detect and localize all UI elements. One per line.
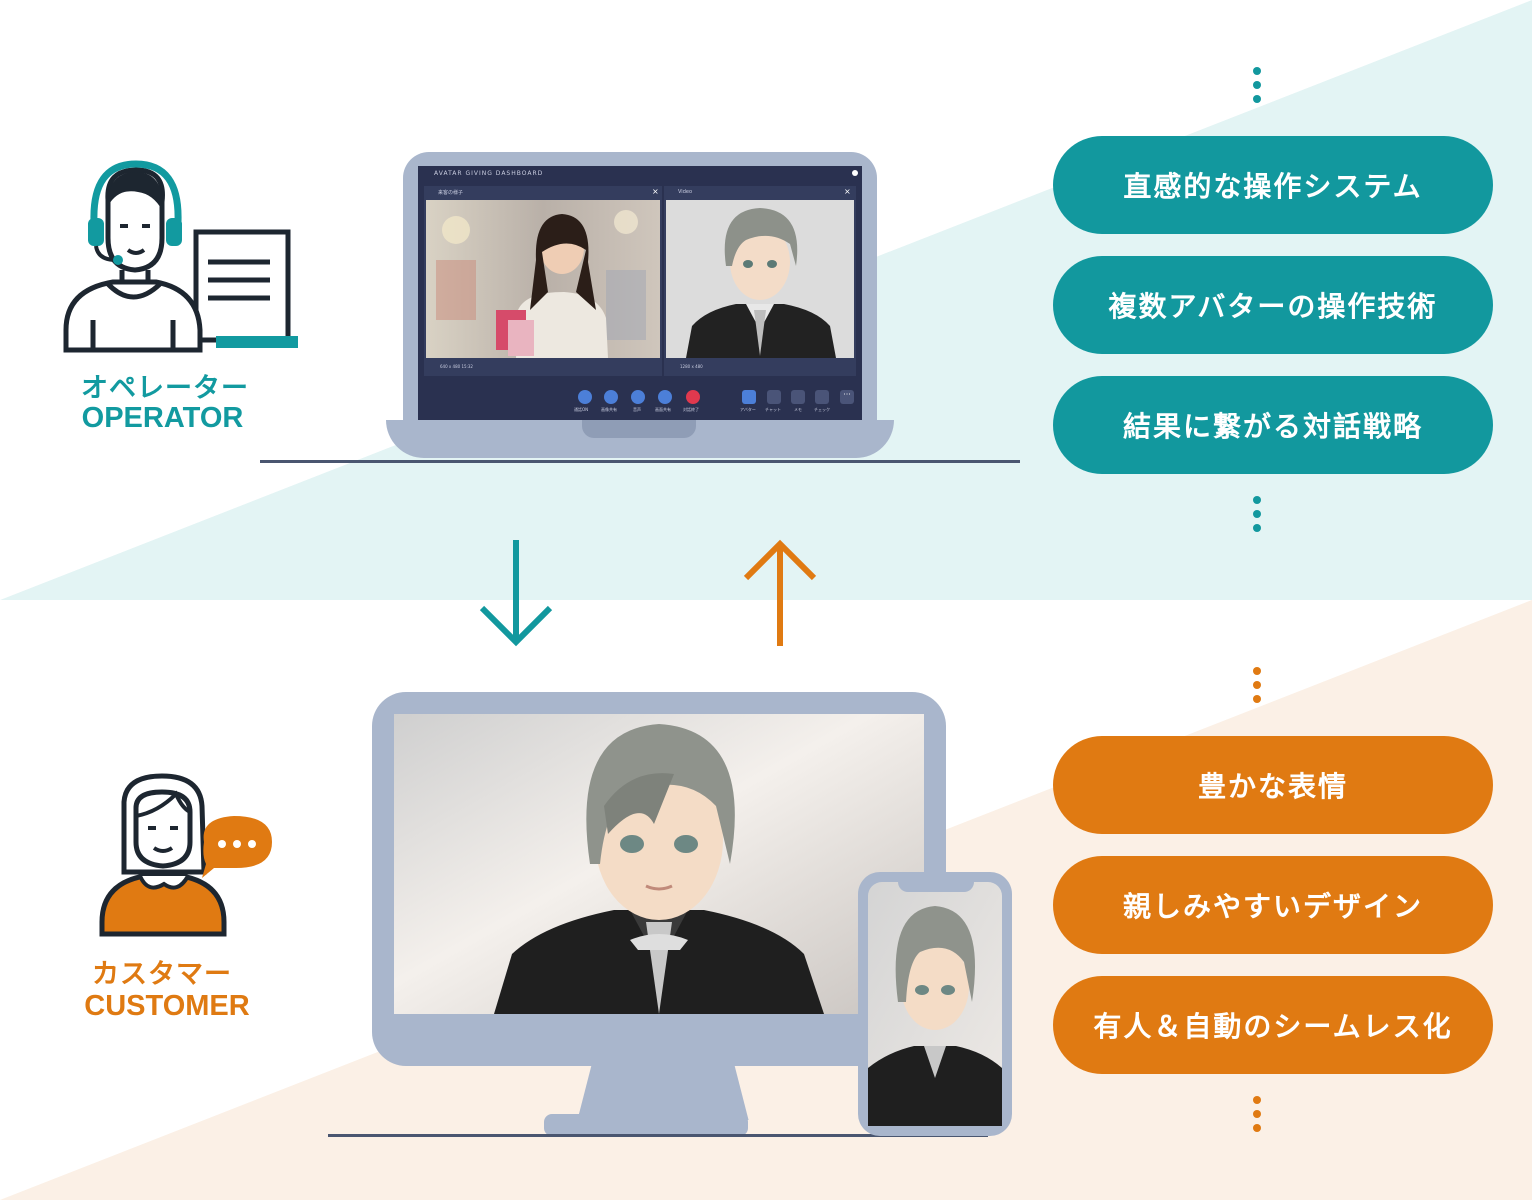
laptop: AVATAR GIVING DASHBOARD 来客の様子 × (386, 152, 894, 458)
customer-speech-icon (99, 773, 272, 937)
control-label-memo: メモ (794, 407, 802, 412)
customer-feature-2: 親しみやすいデザイン (1053, 856, 1493, 954)
orange-dots-top (1252, 667, 1262, 709)
operator-label-jp: オペレーター (81, 373, 249, 404)
desktop-avatar-screen (394, 714, 924, 1014)
operator-feature-3: 結果に繋がる対話戦略 (1053, 376, 1493, 474)
control-label-avatar: アバター (740, 407, 756, 412)
dashboard-title: AVATAR GIVING DASHBOARD (434, 170, 544, 177)
control-btn-screen-share[interactable] (658, 390, 672, 404)
control-btn-end-call[interactable] (686, 390, 700, 404)
dashboard-screen: AVATAR GIVING DASHBOARD 来客の様子 × (418, 166, 862, 420)
control-label-call: 通話ON (574, 407, 589, 412)
control-btn-check[interactable] (815, 390, 829, 404)
control-label-screen-share: 画面共有 (655, 407, 671, 412)
up-arrow-icon (743, 539, 817, 646)
control-label-image-share: 画像共有 (601, 407, 617, 412)
panel-left-close-icon[interactable]: × (652, 187, 659, 196)
control-btn-chat[interactable] (767, 390, 781, 404)
phone-notch (898, 880, 974, 892)
panel-right-title: Video (678, 189, 693, 195)
control-label-chat: チャット (765, 407, 781, 412)
avatar-video-small (666, 200, 854, 358)
operator-label-en: OPERATOR (81, 402, 244, 434)
panel-right-close-icon[interactable]: × (844, 187, 851, 196)
orange-dots-bottom (1252, 1096, 1262, 1138)
phone-avatar-screen (868, 882, 1002, 1126)
panel-left: 来客の様子 × 640 x 480 15:32 (424, 186, 662, 376)
laptop-table-line (260, 460, 1020, 463)
control-label-audio: 音声 (633, 407, 641, 412)
control-btn-image-share[interactable] (604, 390, 618, 404)
operator-feature-1: 直感的な操作システム (1053, 136, 1493, 234)
customer-feature-3: 有人＆自動のシームレス化 (1053, 976, 1493, 1074)
panel-left-footer: 640 x 480 15:32 (440, 364, 473, 369)
operator-feature-2: 複数アバターの操作技術 (1053, 256, 1493, 354)
monitor-neck (577, 1062, 749, 1120)
panel-right-footer: 1280 x 480 (680, 364, 703, 369)
control-label-check: チェック (814, 407, 830, 412)
control-btn-avatar[interactable] (742, 390, 756, 404)
control-btn-audio[interactable] (631, 390, 645, 404)
panel-right: Video × 1280 x 480 (664, 186, 856, 376)
control-btn-call[interactable] (578, 390, 592, 404)
down-arrow-icon (479, 540, 553, 647)
more-icon[interactable]: ··· (840, 390, 854, 404)
operator-headset-icon (63, 160, 298, 353)
close-icon[interactable] (852, 170, 858, 176)
control-btn-memo[interactable] (791, 390, 805, 404)
desktop-table-line (328, 1134, 988, 1137)
teal-dots-bottom (1252, 496, 1262, 538)
teal-dots-top (1252, 67, 1262, 109)
customer-label-en: CUSTOMER (84, 990, 250, 1022)
control-label-end-call: 対話終了 (683, 407, 699, 412)
customer-video (426, 200, 660, 358)
monitor-foot (544, 1114, 748, 1136)
customer-feature-1: 豊かな表情 (1053, 736, 1493, 834)
laptop-notch (582, 420, 696, 438)
panel-left-title: 来客の様子 (438, 190, 464, 196)
customer-label-jp: カスタマー (92, 959, 232, 990)
